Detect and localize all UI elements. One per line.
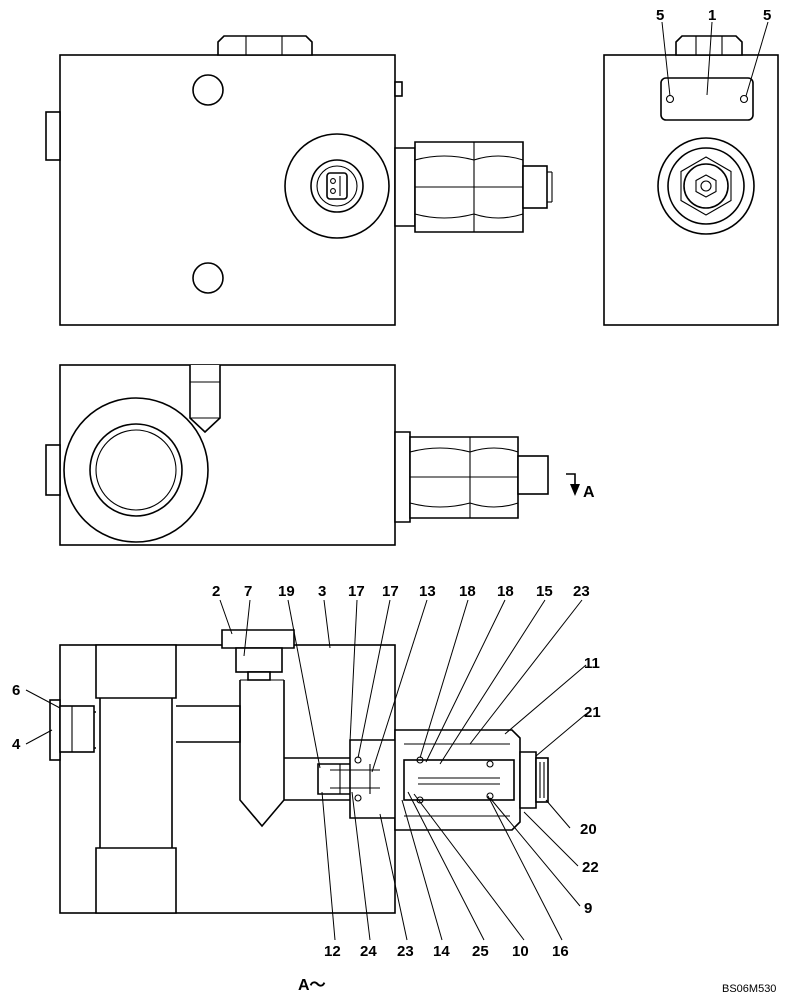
callout-label: 12 — [324, 943, 341, 960]
callout-label: 14 — [433, 943, 450, 960]
callout-label: 15 — [536, 583, 553, 600]
callout-label: 9 — [584, 900, 592, 917]
callout-label: 21 — [584, 704, 601, 721]
callout-label: 6 — [12, 682, 20, 699]
callout-label: 3 — [318, 583, 326, 600]
callout-label: 11 — [584, 655, 600, 672]
callout-label: 23 — [397, 943, 414, 960]
front-view — [45, 35, 553, 326]
leader-lines — [25, 21, 769, 941]
callout-label: 24 — [360, 943, 377, 960]
callout-numbers: 5 1 5 2 7 19 3 17 17 13 18 18 15 23 11 2… — [12, 7, 771, 960]
side-view — [603, 35, 779, 326]
name-plate — [660, 77, 754, 121]
callout-label: 18 — [459, 583, 476, 600]
callout-label: 17 — [348, 583, 365, 600]
callout-label: 13 — [419, 583, 436, 600]
callout-label: 23 — [573, 583, 590, 600]
callout-label: 4 — [12, 736, 21, 753]
callout-label: 10 — [512, 943, 529, 960]
drawing-code: BS06M530 — [722, 983, 776, 995]
section-view — [49, 629, 549, 914]
callout-label: 20 — [580, 821, 597, 838]
callout-label: 19 — [278, 583, 295, 600]
callout-label: 5 — [763, 7, 771, 24]
callout-label: 2 — [212, 583, 220, 600]
callout-label: 18 — [497, 583, 514, 600]
callout-label: 22 — [582, 859, 599, 876]
plan-view-body — [59, 364, 396, 546]
view-arrow-label: A — [583, 484, 595, 501]
callout-label: 5 — [656, 7, 664, 24]
plan-view: A — [45, 364, 595, 546]
callout-label: 25 — [472, 943, 489, 960]
callout-label: 1 — [708, 7, 716, 24]
callout-label: 16 — [552, 943, 569, 960]
callout-label: 17 — [382, 583, 399, 600]
section-label: A～ — [298, 977, 326, 994]
callout-label: 7 — [244, 583, 252, 600]
